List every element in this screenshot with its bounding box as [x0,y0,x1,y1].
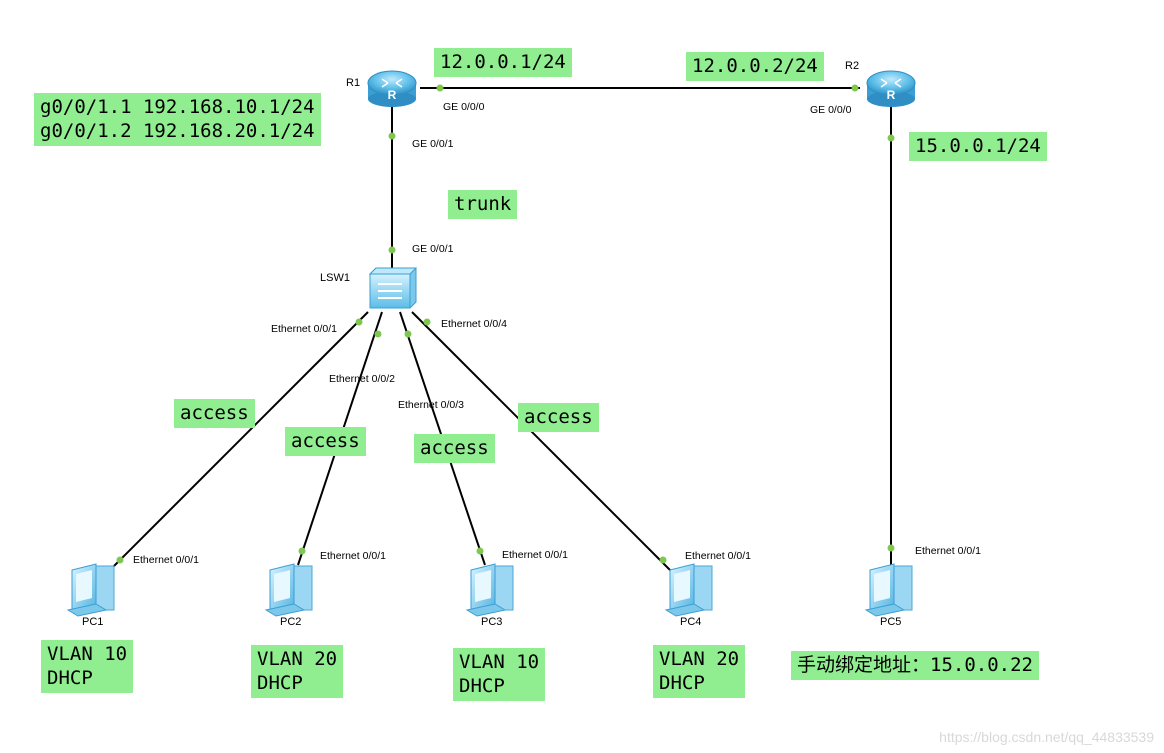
device-label-pc1: PC1 [82,616,104,628]
note-r1-ip: 12.0.0.1/24 [434,48,572,77]
port-dot [116,556,124,564]
port-label-r1-ge000: GE 0/0/0 [443,101,485,113]
router-r2-icon[interactable]: R [866,70,916,107]
port-dot [659,556,667,564]
note-pc5-info: 手动绑定地址：15.0.0.22 [791,651,1039,680]
svg-text:R: R [388,88,397,102]
note-access-4: access [518,403,599,432]
port-dot [374,330,382,338]
port-label-pc1-e001: Ethernet 0/0/1 [133,554,199,566]
note-access-1: access [174,399,255,428]
device-label-r1: R1 [346,77,361,89]
port-label-lsw1-e001: Ethernet 0/0/1 [271,323,337,335]
port-dot [404,330,412,338]
note-pc3-info: VLAN 10 DHCP [453,648,546,701]
device-label-r2: R2 [845,60,860,72]
port-label-pc3-e001: Ethernet 0/0/1 [502,549,568,561]
port-dots [116,84,895,564]
svg-text:R: R [887,88,896,102]
note-pc2-info: VLAN 20 DHCP [251,645,344,698]
port-label-lsw1-e004: Ethernet 0/0/4 [441,318,507,330]
port-label-r2-ge000: GE 0/0/0 [810,104,852,116]
port-dot [388,246,396,254]
router-r1-icon[interactable]: R [367,70,417,107]
note-pc1-info: VLAN 10 DHCP [41,640,134,693]
port-label-lsw1-e002: Ethernet 0/0/2 [329,373,395,385]
watermark: https://blog.csdn.net/qq_44833539 [939,729,1154,745]
pc1-icon[interactable] [66,563,115,617]
pc4-icon[interactable] [664,563,713,617]
note-access-2: access [285,427,366,456]
device-label-pc4: PC4 [680,616,702,628]
port-dot [436,84,444,92]
note-r2-ip: 12.0.0.2/24 [686,52,824,81]
port-dot [355,318,363,326]
port-label-lsw1-e003: Ethernet 0/0/3 [398,399,464,411]
pc3-icon[interactable] [465,563,514,617]
port-label-pc5-e001: Ethernet 0/0/1 [915,545,981,557]
note-access-3: access [414,434,495,463]
link-lsw1-pc1 [109,311,369,571]
pc5-icon[interactable] [864,563,913,617]
port-label-pc4-e001: Ethernet 0/0/1 [685,550,751,562]
note-r1-subinterfaces: g0/0/1.1 192.168.10.1/24 g0/0/1.2 192.16… [34,93,321,146]
port-label-pc2-e001: Ethernet 0/0/1 [320,550,386,562]
note-trunk: trunk [448,190,518,219]
port-dot [887,544,895,552]
note-pc4-info: VLAN 20 DHCP [653,645,746,698]
port-dot [298,547,306,555]
device-label-lsw1: LSW1 [320,272,350,284]
note-r2-pc5-ip: 15.0.0.1/24 [909,132,1047,161]
port-dot [887,134,895,142]
switch-lsw1-icon[interactable] [368,267,418,309]
device-label-pc3: PC3 [481,616,503,628]
device-label-pc2: PC2 [280,616,302,628]
port-dot [423,318,431,326]
port-label-lsw1-ge001: GE 0/0/1 [412,243,454,255]
device-label-pc5: PC5 [880,616,902,628]
port-dot [476,547,484,555]
port-label-r1-ge001: GE 0/0/1 [412,138,454,150]
port-dot [851,84,859,92]
pc2-icon[interactable] [264,563,313,617]
port-dot [388,132,396,140]
link-lsw1-pc4 [411,311,671,571]
